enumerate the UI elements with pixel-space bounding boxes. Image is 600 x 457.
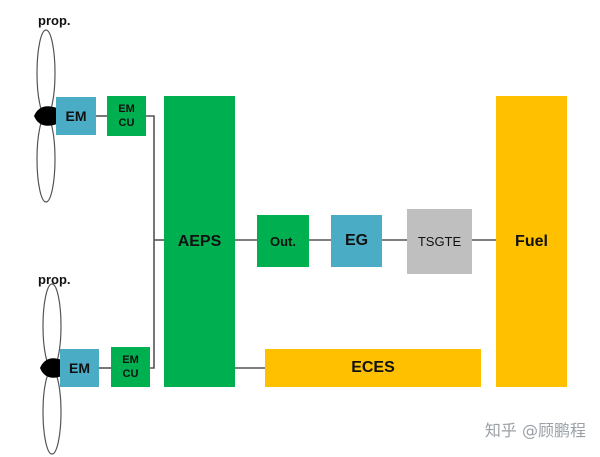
eg-box: EG: [331, 215, 382, 267]
emcu-bottom-box: EM CU: [111, 347, 150, 387]
propeller-top-icon: [34, 29, 57, 203]
propeller-bottom-label: prop.: [38, 272, 71, 287]
emcu-top-box: EM CU: [107, 96, 146, 136]
propeller-bottom-icon: [40, 283, 62, 455]
emcu-bottom-line2: CU: [122, 368, 139, 380]
watermark-text: 知乎 @顾鹏程: [484, 421, 586, 440]
tsgte-box: TSGTE: [407, 209, 472, 274]
em-bottom-box: EM: [60, 349, 99, 387]
aeps-box: AEPS: [164, 96, 235, 387]
em-top-box: EM: [56, 97, 96, 135]
out-box: Out.: [257, 215, 309, 267]
emcu-top-line1: EM: [118, 103, 135, 115]
emcu-bottom-line1: EM: [122, 354, 139, 366]
propeller-top-label: prop.: [38, 13, 71, 28]
eces-box: ECES: [265, 349, 481, 387]
emcu-top-line2: CU: [118, 117, 135, 129]
fuel-box: Fuel: [496, 96, 567, 387]
